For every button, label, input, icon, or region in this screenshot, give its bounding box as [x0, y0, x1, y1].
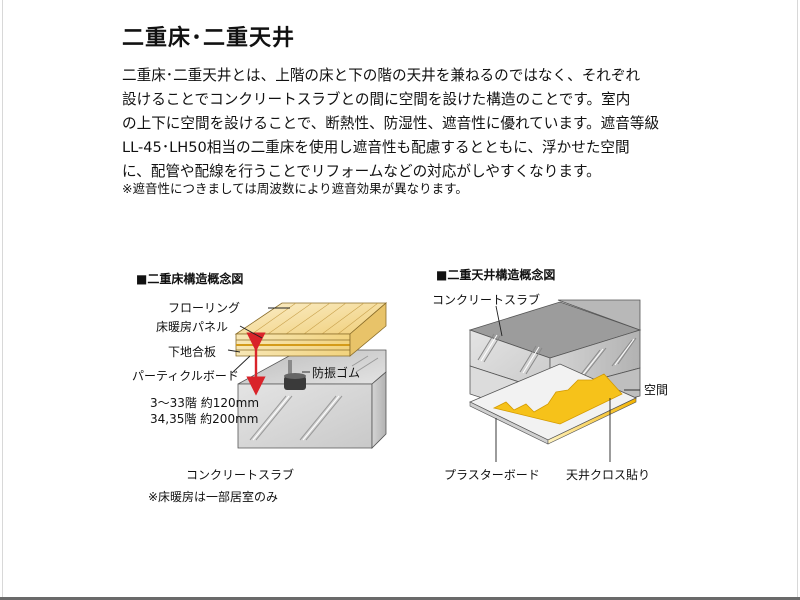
label-ceiling-cloth: 天井クロス貼り: [566, 468, 651, 482]
ceiling-board: [469, 363, 637, 445]
ceiling-leader-lines: [495, 305, 640, 462]
page-title: 二重床･二重天井: [122, 26, 296, 51]
floor-concrete-slab: [237, 349, 387, 449]
label-flooring: フローリング: [168, 301, 241, 315]
label-rubber: 防振ゴム: [312, 366, 361, 380]
label-height-1: 3～33階 約120mm: [150, 396, 260, 410]
body-line: 二重床･二重天井とは、上階の床と下の階の天井を兼ねるのではなく、それぞれ: [122, 67, 641, 84]
floor-leader-lines: [227, 307, 310, 374]
label-plasterboard: プラスターボード: [444, 468, 540, 482]
label-height-2: 34,35階 約200mm: [150, 412, 259, 426]
body-line: LL-45･LH50相当の二重床を使用し遮音性も配慮するとともに、浮かせた空間: [122, 139, 630, 156]
body-paragraph: 二重床･二重天井とは、上階の床と下の階の天井を兼ねるのではなく、それぞれ 設ける…: [122, 64, 692, 184]
label-space: 空間: [644, 383, 669, 397]
label-ceiling-slab: コンクリートスラブ: [432, 293, 541, 307]
frame-left-border: [2, 0, 3, 600]
floor-wood-panel: [234, 302, 388, 357]
label-particle-board: パーティクルボード: [132, 369, 239, 383]
frame-bottom-border: [0, 597, 800, 600]
floor-diagram-caption: ■二重床構造概念図: [136, 272, 244, 286]
sound-note: ※遮音性につきましては周波数により遮音効果が異なります。: [122, 181, 468, 196]
floor-heating-note: ※床暖房は一部居室のみ: [148, 490, 279, 504]
label-subfloor: 下地合板: [168, 345, 217, 359]
ceiling-diagram-caption: ■二重天井構造概念図: [436, 268, 556, 282]
body-line: に、配管や配線を行うことでリフォームなどの対応がしやすくなります。: [122, 163, 601, 180]
label-floor-slab: コンクリートスラブ: [186, 468, 295, 482]
body-line: の上下に空間を設けることで、断熱性、防湿性、遮音性に優れています。遮音等級: [122, 115, 660, 132]
frame-right-border: [797, 0, 798, 600]
label-floor-heating: 床暖房パネル: [156, 320, 229, 334]
body-line: 設けることでコンクリートスラブとの間に空間を設けた構造のことです。室内: [122, 91, 631, 108]
